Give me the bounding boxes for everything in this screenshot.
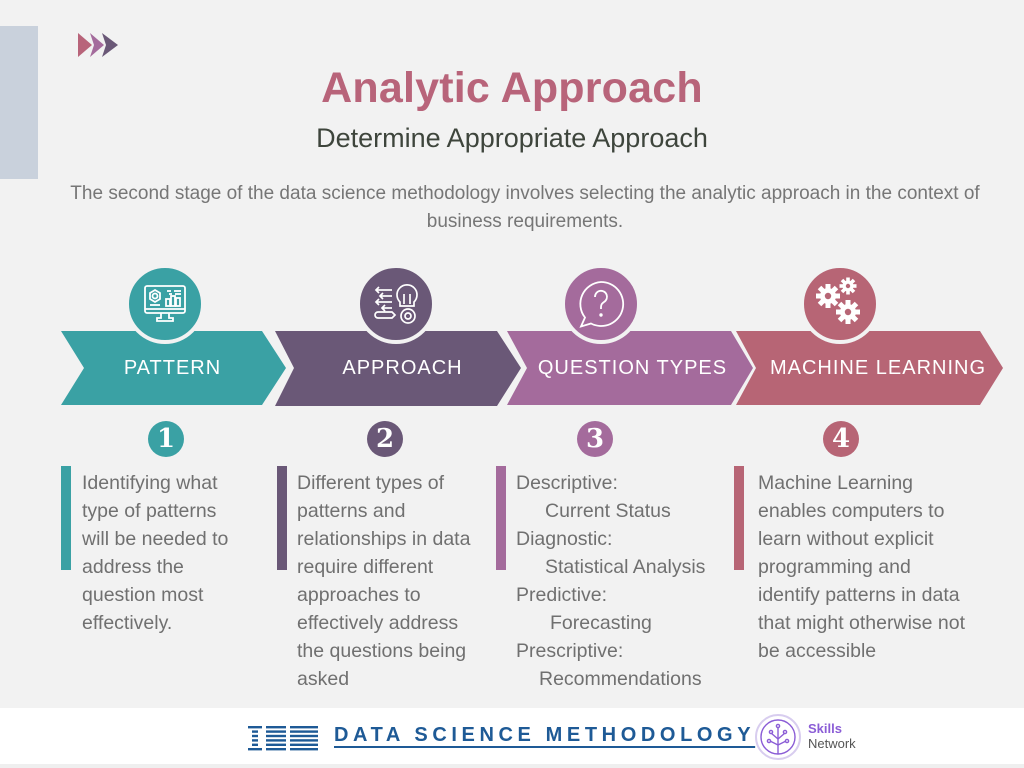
triple-arrow-icon <box>78 33 118 57</box>
step-3-label: QUESTION TYPES <box>537 357 728 379</box>
skills-network-label-network: Network <box>808 736 856 751</box>
step-2-number-badge: 2 <box>367 421 403 457</box>
step-1-label: PATTERN <box>123 357 222 379</box>
side-accent-bar <box>0 26 38 179</box>
ibm-logo-icon <box>248 724 318 752</box>
chevron-pattern <box>61 331 286 405</box>
skills-network-label-skills: Skills <box>808 721 842 736</box>
step-4-label: MACHINE LEARNING <box>769 357 987 379</box>
step-2-label: APPROACH <box>342 357 463 379</box>
step-3-icon-circle <box>561 264 641 344</box>
lightbulb-gear-wrench-icon <box>374 284 418 324</box>
step-4-icon-circle <box>800 264 880 344</box>
chevron-approach <box>275 331 521 406</box>
chevron-machine-learning <box>736 331 1003 405</box>
footer-course-title[interactable]: DATA SCIENCE METHODOLOGY <box>334 724 756 746</box>
step-2-description: Different types of patterns and relation… <box>297 472 471 690</box>
step-2-accent-bar <box>277 466 287 570</box>
step-1-number-badge: 1 <box>148 421 184 457</box>
footer-bar <box>0 708 1024 764</box>
step-4-accent-bar <box>734 466 744 570</box>
step-1-description: Identifying what type of patterns will b… <box>82 472 229 634</box>
question-bubble-icon <box>579 281 625 328</box>
page-subtitle: Determine Appropriate Approach <box>316 123 708 153</box>
step-3-accent-bar <box>496 466 506 570</box>
step-1-icon-circle <box>125 264 205 344</box>
step-4-description: Machine Learning enables computers to le… <box>758 472 966 662</box>
step-1-accent-bar <box>61 466 71 570</box>
chevron-question-types <box>507 331 753 405</box>
skills-network-logo-icon <box>755 714 801 760</box>
intro-text: The second stage of the data science met… <box>70 183 980 232</box>
step-3-number-badge: 3 <box>577 421 613 457</box>
step-3-question-types: Descriptive: Current Status Diagnostic: … <box>516 472 706 690</box>
step-2-icon-circle <box>356 264 436 344</box>
step-4-number-badge: 4 <box>823 421 859 457</box>
footer-strip <box>0 764 1024 768</box>
gears-icon <box>816 277 860 324</box>
monitor-dashboard-icon <box>144 285 186 322</box>
page-title: Analytic Approach <box>321 64 703 112</box>
